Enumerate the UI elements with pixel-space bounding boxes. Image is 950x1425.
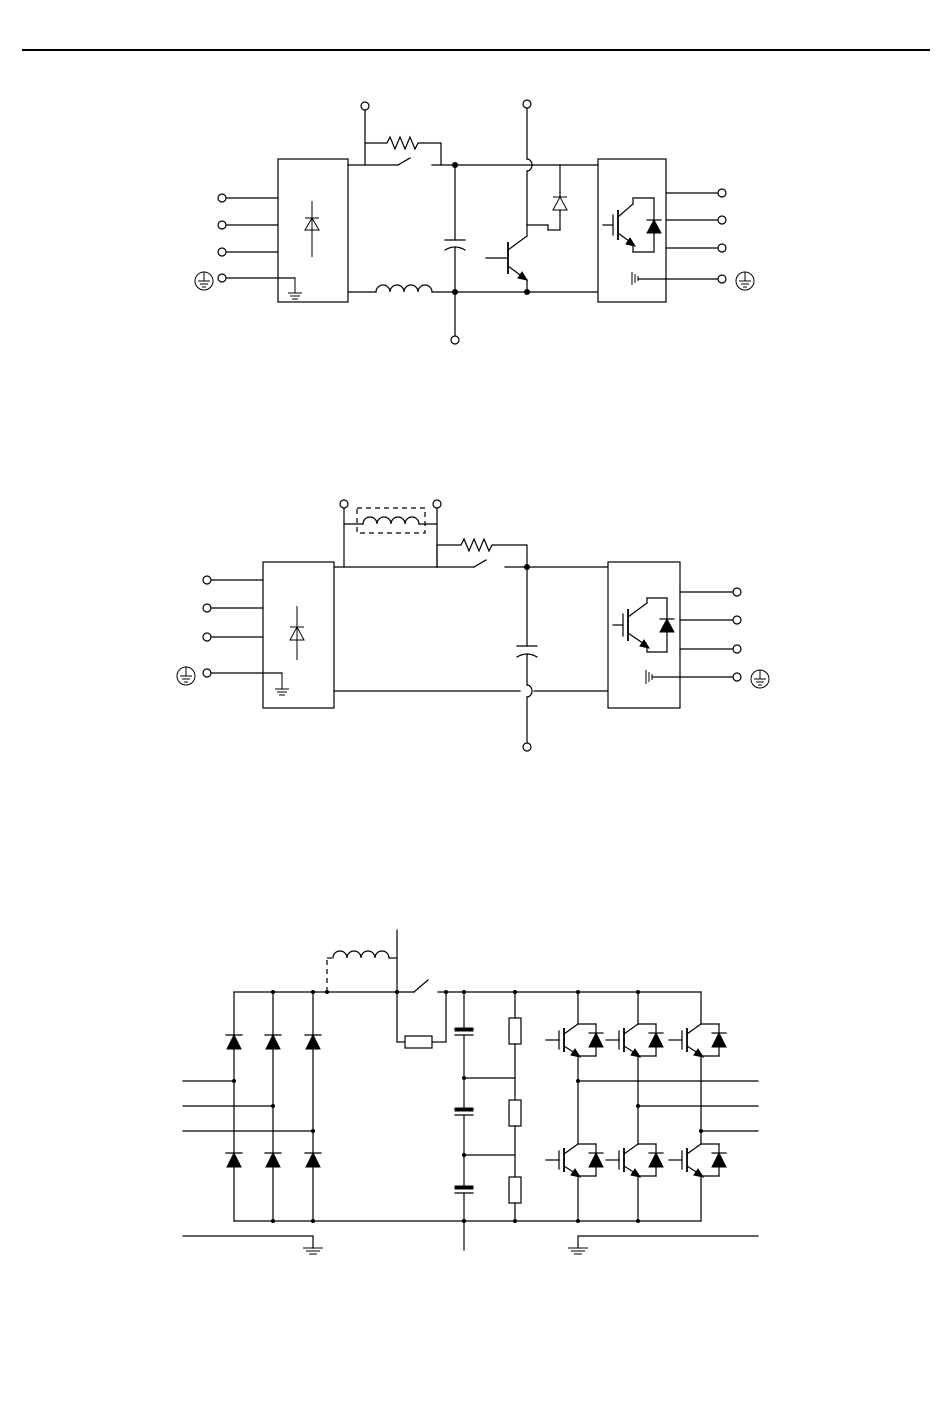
terminal-pb xyxy=(523,100,531,108)
ground-icon xyxy=(568,1248,588,1254)
balance-resistor-1 xyxy=(509,1018,521,1044)
igbt-icon xyxy=(669,1020,726,1060)
output-terminal-pe xyxy=(733,673,741,681)
input-terminal-pe xyxy=(203,669,211,677)
diode-icon xyxy=(306,1035,320,1049)
diagram-dc-choke xyxy=(177,500,769,751)
diode-icon xyxy=(227,1153,241,1167)
earth-icon xyxy=(751,670,769,688)
precharge-contact xyxy=(398,158,410,165)
igbt-icon xyxy=(606,1140,663,1180)
balance-resistor-3 xyxy=(509,1177,521,1203)
main-contactor xyxy=(414,980,428,992)
dc-choke xyxy=(363,517,419,524)
terminal-minus xyxy=(523,743,531,751)
capacitor-1 xyxy=(455,1028,473,1031)
terminal-p1 xyxy=(340,500,348,508)
input-ground-line xyxy=(183,1236,313,1248)
input-terminal-r xyxy=(203,576,211,584)
diode-icon xyxy=(266,1153,280,1167)
inverter-module xyxy=(608,562,680,708)
capacitor-3 xyxy=(455,1186,473,1189)
earth-icon xyxy=(195,272,213,290)
capacitor-2 xyxy=(455,1108,473,1111)
igbt-icon xyxy=(546,1140,603,1180)
output-terminal-pe xyxy=(718,275,726,283)
diagram-main-circuit xyxy=(183,930,758,1254)
output-ground-line xyxy=(578,1236,758,1248)
igbt-icon xyxy=(669,1140,726,1180)
terminal-plus xyxy=(433,500,441,508)
output-terminal-v xyxy=(718,216,726,224)
input-terminal-t xyxy=(218,248,226,256)
output-terminal-u xyxy=(718,189,726,197)
dc-choke-outline xyxy=(357,508,425,533)
brake-diode-icon xyxy=(553,197,567,210)
input-terminal-s xyxy=(203,604,211,612)
rectifier-module xyxy=(263,562,334,708)
output-terminal-w xyxy=(733,645,741,653)
igbt-icon xyxy=(546,1020,603,1060)
diagram-external-reactor xyxy=(195,100,754,344)
dc-reactor xyxy=(333,951,389,958)
charge-resistor xyxy=(405,1036,432,1048)
input-terminal-t xyxy=(203,633,211,641)
dc-reactor xyxy=(376,285,432,292)
input-terminal-s xyxy=(218,221,226,229)
igbt-icon xyxy=(606,1020,663,1060)
output-terminal-w xyxy=(718,244,726,252)
precharge-contact xyxy=(474,560,486,567)
brake-transistor-icon xyxy=(486,225,527,292)
diode-icon xyxy=(227,1035,241,1049)
diode-icon xyxy=(306,1153,320,1167)
ground-icon xyxy=(303,1248,323,1254)
balance-resistor-2 xyxy=(509,1100,521,1126)
precharge-resistor xyxy=(365,137,441,165)
earth-icon xyxy=(736,272,754,290)
output-terminal-u xyxy=(733,588,741,596)
output-terminal-v xyxy=(733,616,741,624)
terminal-n xyxy=(451,336,459,344)
earth-icon xyxy=(177,667,195,685)
input-terminal-pe xyxy=(218,274,226,282)
terminal-p1 xyxy=(361,102,369,110)
diode-icon xyxy=(266,1035,280,1049)
input-terminal-r xyxy=(218,194,226,202)
